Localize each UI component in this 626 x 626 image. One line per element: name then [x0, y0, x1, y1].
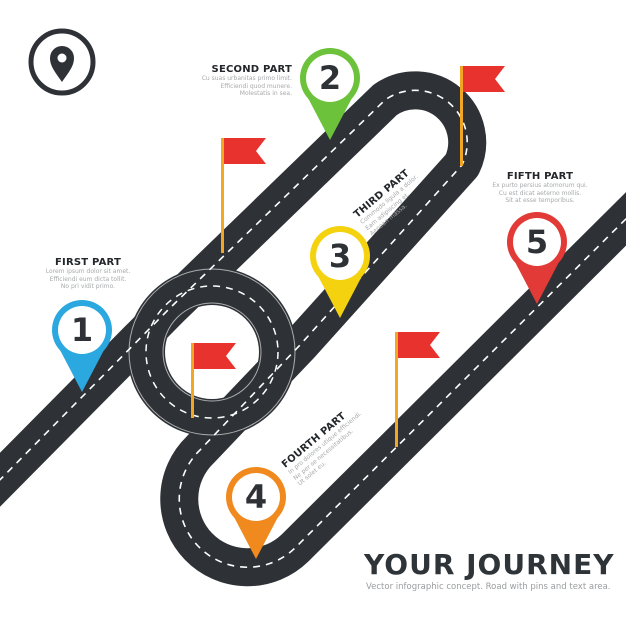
part-line: Cu est dicat aeterno mollis.: [498, 189, 582, 197]
pin-4: 4: [226, 467, 286, 559]
pin-number: 3: [329, 237, 351, 275]
part-line: Lorem ipsum dolor sit amet.: [45, 268, 131, 275]
pin-tail: [515, 262, 559, 304]
pin-number: 5: [526, 223, 548, 261]
page-subtitle: Vector infographic concept. Road with pi…: [366, 582, 611, 592]
flag-icon: [221, 138, 266, 253]
part-1-text: FIRST PART Lorem ipsum dolor sit amet. E…: [38, 257, 138, 291]
pin-3: 3: [310, 226, 370, 318]
pin-number: 2: [319, 59, 341, 97]
page-title: YOUR JOURNEY: [364, 548, 615, 581]
pin-tail: [308, 98, 352, 140]
pin-face: [232, 473, 280, 521]
pin-number: 1: [71, 311, 93, 349]
part-line: Efficiendi quod munere.: [220, 82, 292, 90]
part-2-text: SECOND PART Cu suas urbanitas primo limi…: [190, 64, 292, 98]
part-line: Sit at esse temporibus.: [505, 197, 575, 204]
road: [0, 71, 626, 587]
pin-face: [513, 218, 561, 266]
part-title: SECOND PART: [211, 64, 292, 75]
pin-2: 2: [300, 48, 360, 140]
part-title: FIFTH PART: [506, 171, 574, 182]
pin-tail: [60, 350, 104, 392]
flag-icon: [191, 343, 236, 418]
pin-face: [58, 306, 106, 354]
pin-face: [306, 54, 354, 102]
part-5-text: FIFTH PART Ex purto persius atomorum qui…: [480, 171, 600, 205]
pin-5: 5: [507, 212, 567, 304]
part-line: Cu suas urbanitas primo limit.: [201, 75, 292, 82]
flag-icon: [395, 332, 440, 447]
part-line: Efficiendi eum dicta tollit.: [49, 275, 127, 283]
location-pin-icon: [28, 28, 96, 96]
pin-tail: [234, 517, 278, 559]
pins: 1 2 3 4 5: [52, 48, 567, 559]
part-line: Ex purto persius atomorum qui.: [492, 182, 588, 189]
part-line: Molestatis in sea.: [239, 90, 292, 97]
pin-face: [316, 232, 364, 280]
pin-1: 1: [52, 300, 112, 392]
pin-number: 4: [245, 478, 267, 516]
part-title: FIRST PART: [55, 257, 121, 268]
part-line: No pri vidit primo.: [60, 283, 116, 290]
flag-icon: [460, 66, 505, 166]
pin-tail: [318, 276, 362, 318]
